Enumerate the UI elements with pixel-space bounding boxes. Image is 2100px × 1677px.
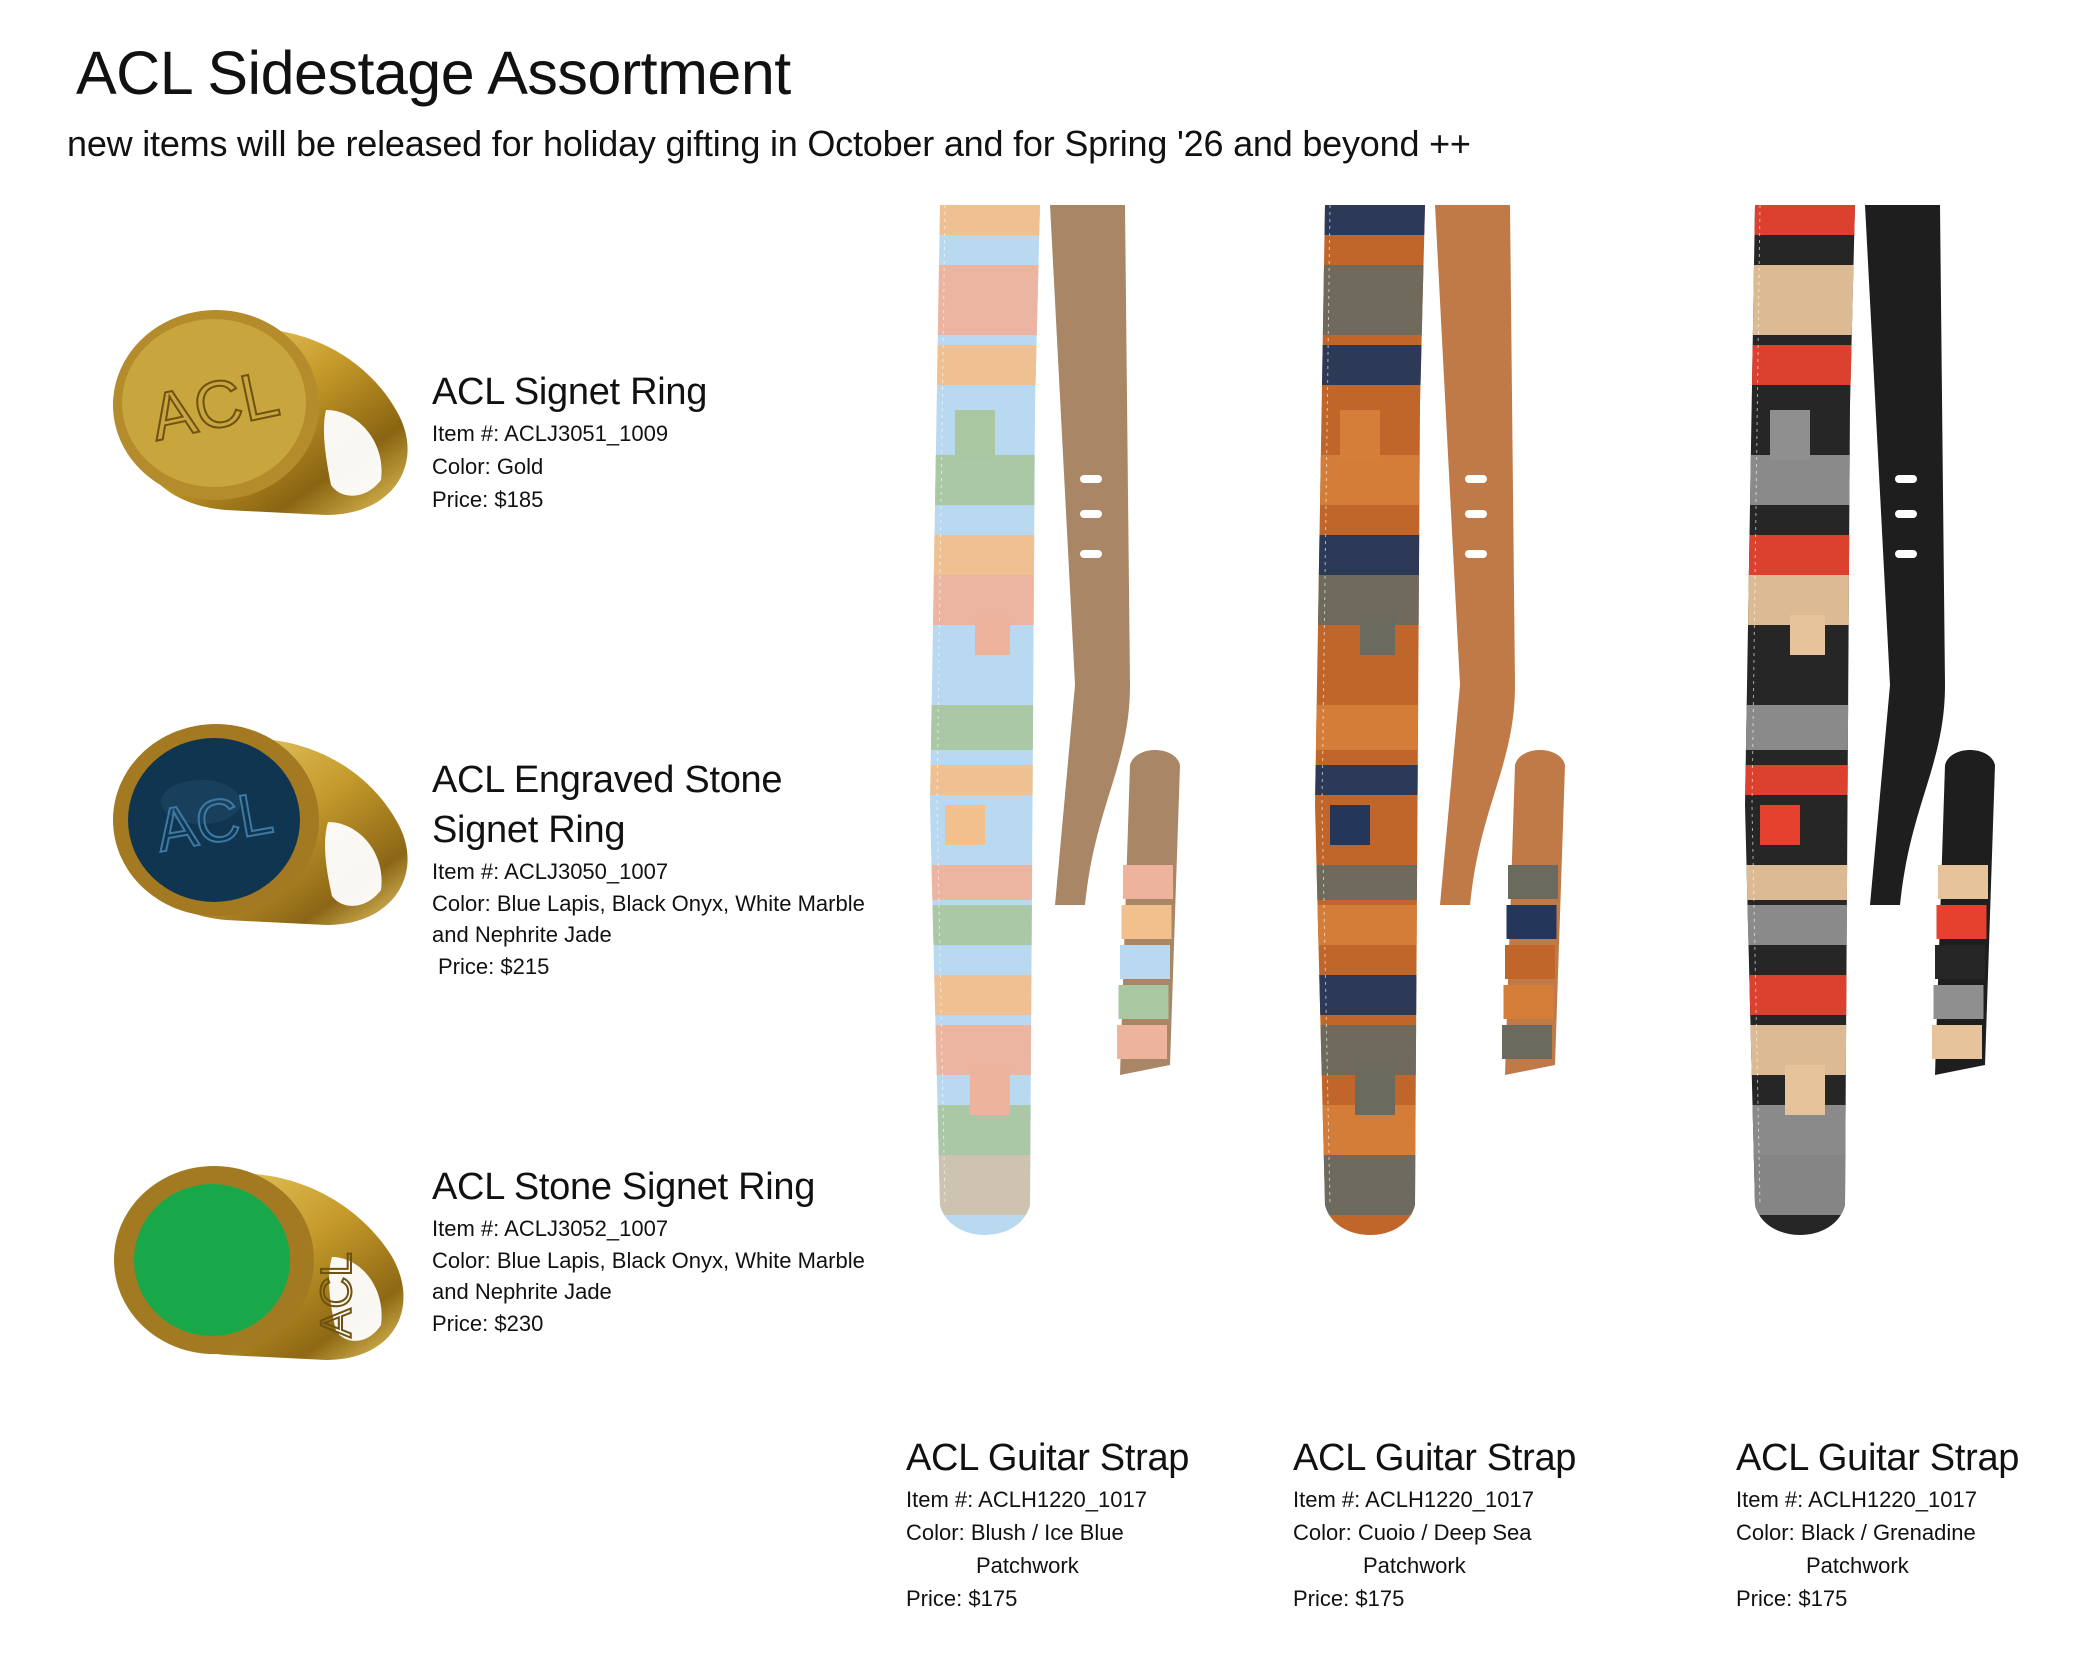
product-color: Color: Gold	[432, 454, 544, 479]
product-name-line2: Signet Ring	[432, 809, 626, 851]
page-title: ACL Sidestage Assortment	[76, 39, 791, 107]
product-engraved-stone-ring: ACL Engraved Stone Signet Ring Item #: A…	[432, 755, 872, 983]
product-color-line2: and Nephrite Jade	[432, 1279, 612, 1304]
guitar-strap-black-grenadine-image	[1740, 204, 2070, 1390]
product-name: ACL Stone Signet Ring	[432, 1166, 816, 1208]
product-price: Price: $175	[1293, 1586, 1405, 1611]
product-color-line2: Patchwork	[976, 1553, 1079, 1578]
item-number: Item #: ACLH1220_1017	[1293, 1487, 1534, 1512]
product-signet-ring: ACL Signet Ring Item #: ACLJ3051_1009 Co…	[432, 367, 872, 516]
product-color-line2: Patchwork	[1363, 1553, 1466, 1578]
product-name: ACL Guitar Strap	[906, 1437, 1190, 1479]
product-color: Color: Blue Lapis, Black Onyx, White Mar…	[432, 1248, 865, 1273]
item-number: Item #: ACLJ3052_1007	[432, 1216, 669, 1241]
product-color: Color: Cuoio / Deep Sea	[1293, 1520, 1532, 1545]
guitar-strap-cuoio-deep-sea-image	[1310, 204, 1640, 1390]
item-number: Item #: ACLJ3051_1009	[432, 421, 669, 446]
engraved-stone-ring-image: ACL	[96, 710, 426, 950]
ring-shank-engraving: ACL	[312, 1252, 361, 1338]
item-number: Item #: ACLH1220_1017	[1736, 1487, 1977, 1512]
product-stone-signet-ring: ACL Stone Signet Ring Item #: ACLJ3052_1…	[432, 1162, 872, 1340]
item-number: Item #: ACLJ3050_1007	[432, 859, 669, 884]
product-color: Color: Blush / Ice Blue	[906, 1520, 1124, 1545]
product-price: Price: $175	[1736, 1586, 1848, 1611]
product-name: ACL Engraved Stone	[432, 759, 783, 801]
product-name: ACL Guitar Strap	[1293, 1437, 1577, 1479]
product-name: ACL Signet Ring	[432, 371, 708, 413]
product-price: Price: $185	[432, 487, 544, 512]
page-subtitle: new items will be released for holiday g…	[67, 123, 1471, 164]
product-color: Color: Blue Lapis, Black Onyx, White Mar…	[432, 891, 865, 916]
product-price: Price: $230	[432, 1311, 544, 1336]
signet-ring-gold-image: ACL	[96, 300, 426, 540]
item-number: Item #: ACLH1220_1017	[906, 1487, 1147, 1512]
product-color-line2: and Nephrite Jade	[432, 922, 612, 947]
product-color: Color: Black / Grenadine	[1736, 1520, 1976, 1545]
product-price: Price: $175	[906, 1586, 1018, 1611]
product-name: ACL Guitar Strap	[1736, 1437, 2020, 1479]
product-color-line2: Patchwork	[1806, 1553, 1909, 1578]
product-guitar-strap-black: ACL Guitar Strap Item #: ACLH1220_1017 C…	[1736, 1433, 2100, 1615]
stone-signet-ring-image: ACL	[96, 1145, 426, 1385]
product-price: Price: $215	[438, 954, 550, 979]
product-guitar-strap-blush: ACL Guitar Strap Item #: ACLH1220_1017 C…	[906, 1433, 1286, 1615]
guitar-strap-blush-ice-blue-image	[925, 204, 1255, 1390]
product-guitar-strap-cuoio: ACL Guitar Strap Item #: ACLH1220_1017 C…	[1293, 1433, 1673, 1615]
